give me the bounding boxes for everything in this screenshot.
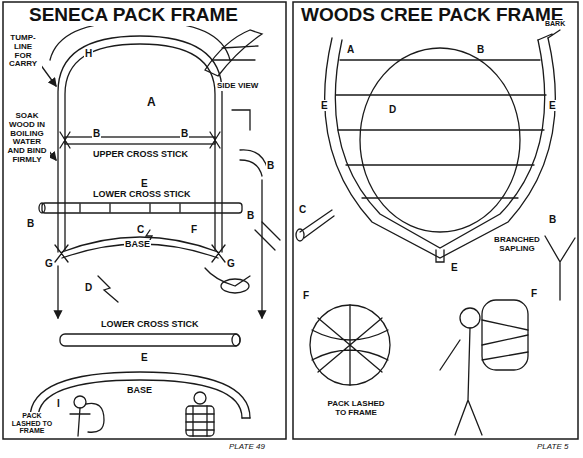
branched-sapling — [545, 236, 575, 300]
zigzag — [98, 276, 118, 302]
part-label: B — [180, 128, 189, 139]
part-label: PACK LASHED TO FRAME — [6, 412, 58, 435]
carrier-figures — [70, 392, 214, 436]
part-label: BARK — [544, 20, 566, 28]
part-label: B — [92, 128, 101, 139]
part-label: F — [190, 224, 198, 235]
part-label: B — [246, 210, 255, 221]
part-label: E — [548, 100, 557, 111]
part-label: BRANCHED SAPLING — [492, 236, 542, 254]
part-label: BASE — [124, 240, 151, 250]
part-label: G — [44, 258, 54, 269]
part-label: F — [530, 288, 538, 299]
part-label: B — [476, 44, 485, 55]
part-label: I — [56, 398, 61, 409]
panel-title: SENECA PACK FRAME — [28, 5, 239, 26]
part-label: SOAK WOOD IN BOILING WATER AND BIND FIRM… — [4, 112, 50, 165]
lashed-pack — [310, 300, 528, 435]
detail-parts — [30, 334, 250, 418]
panel-border — [3, 2, 286, 439]
part-label: C — [298, 204, 307, 215]
part-label: B — [548, 214, 557, 225]
part-label: D — [388, 104, 397, 115]
part-label: B — [26, 218, 35, 229]
part-label: E — [450, 262, 459, 273]
part-label: PACK LASHED TO FRAME — [320, 400, 392, 418]
part-label: D — [84, 282, 93, 293]
plate-caption: PLATE 49 — [228, 443, 266, 452]
part-label: H — [84, 48, 93, 59]
part-label: BASE — [126, 386, 153, 396]
part-label: G — [226, 258, 236, 269]
part-label: LOWER CROSS STICK — [100, 320, 200, 330]
tump-line — [50, 22, 230, 60]
cree-frame — [296, 8, 560, 262]
part-label: E — [320, 100, 329, 111]
panel-border — [293, 2, 578, 439]
part-label: SIDE VIEW — [216, 82, 259, 91]
part-label: A — [346, 44, 355, 55]
part-label: A — [146, 96, 157, 109]
part-label: LOWER CROSS STICK — [92, 190, 192, 200]
part-label: E — [140, 178, 149, 189]
part-label: E — [140, 352, 149, 363]
panel-title: WOODS CREE PACK FRAME — [300, 5, 564, 26]
part-label: B — [266, 160, 275, 171]
part-label: C — [136, 224, 145, 235]
part-label: F — [302, 290, 310, 301]
seneca-frame — [39, 22, 280, 318]
part-label: UPPER CROSS STICK — [92, 150, 189, 160]
plate-caption: PLATE 5 — [536, 443, 569, 452]
side-view-sketch — [205, 30, 262, 76]
part-label: TUMP-LINE FOR CARRY — [4, 34, 42, 69]
